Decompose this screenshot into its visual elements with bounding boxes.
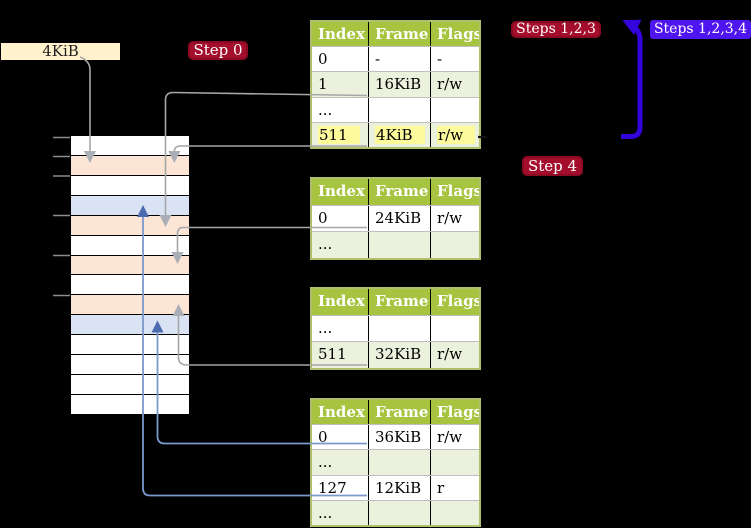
table-cell: - bbox=[369, 47, 431, 72]
table-cell: 32KiB bbox=[369, 342, 431, 369]
table-cell bbox=[431, 450, 479, 474]
step4-badge: Step 4 bbox=[522, 156, 583, 176]
column-header: Index bbox=[312, 22, 369, 47]
table-cell: 0 bbox=[312, 205, 369, 232]
table-cell: ... bbox=[312, 450, 369, 475]
table-cell: 16KiB bbox=[369, 72, 431, 97]
table-cell bbox=[431, 98, 479, 122]
table-cell: 12KiB bbox=[369, 475, 431, 500]
steps-loop-arrow bbox=[621, 19, 643, 139]
steps123-badge: Steps 1,2,3 bbox=[511, 21, 601, 38]
memory-cell-white bbox=[71, 275, 189, 296]
memory-cell-peach bbox=[71, 295, 189, 316]
memory-cell-white bbox=[71, 235, 189, 256]
memory-cell-peach bbox=[71, 255, 189, 276]
table-cell: 0 bbox=[312, 425, 369, 450]
column-header: Frame bbox=[369, 179, 431, 205]
table-cell: r/w bbox=[437, 208, 463, 227]
table-cell bbox=[431, 316, 479, 342]
table-cell: r bbox=[437, 478, 445, 497]
table-cell: 0 bbox=[312, 47, 369, 72]
table-cell: r/w bbox=[437, 345, 463, 364]
table-row: ... bbox=[312, 232, 479, 259]
table-cell bbox=[431, 501, 479, 525]
table-cell: 24KiB bbox=[369, 205, 431, 232]
page-size-label: 4KiB bbox=[1, 43, 120, 60]
column-header: Index bbox=[312, 179, 369, 205]
column-header: Flags bbox=[437, 292, 479, 310]
memory-cell-white bbox=[71, 394, 189, 414]
table-cell: - bbox=[437, 50, 443, 69]
column-header: Flags bbox=[437, 182, 479, 200]
table-cell: 4KiB bbox=[369, 122, 431, 148]
column-header: Index bbox=[312, 289, 369, 315]
table-row: ... bbox=[312, 500, 479, 526]
table-cell bbox=[369, 450, 431, 475]
table-cell: 511 bbox=[312, 342, 369, 369]
table-row: ... bbox=[312, 450, 479, 476]
table-cell: r/w bbox=[437, 75, 463, 94]
table-cell: 127 bbox=[312, 475, 369, 500]
column-header: Flags bbox=[437, 25, 479, 43]
table-cell bbox=[369, 315, 431, 342]
table-cell: ... bbox=[312, 97, 369, 122]
table-cell bbox=[431, 232, 479, 258]
memory-cell-peach bbox=[71, 215, 189, 236]
table-cell: ... bbox=[312, 232, 369, 259]
memory-cell-white bbox=[71, 335, 189, 356]
table-cell bbox=[369, 97, 431, 122]
table-row: ... bbox=[312, 315, 479, 343]
memory-tick-marks bbox=[53, 136, 70, 297]
column-header: Frame bbox=[369, 22, 431, 47]
table-row: 0-- bbox=[312, 47, 479, 73]
table-cell: 1 bbox=[312, 72, 369, 97]
table-cell bbox=[369, 232, 431, 259]
table-cell bbox=[369, 500, 431, 526]
steps1234-badge: Steps 1,2,3,4 bbox=[650, 20, 751, 39]
memory-cell-white bbox=[71, 136, 189, 156]
table-row: ... bbox=[312, 97, 479, 123]
table-cell: ... bbox=[312, 500, 369, 526]
column-header: Frame bbox=[369, 289, 431, 315]
memory-cell-blue bbox=[71, 195, 189, 216]
column-header: Flags bbox=[437, 403, 479, 421]
table-cell: 511 bbox=[312, 122, 369, 148]
table-cell: ... bbox=[312, 315, 369, 342]
memory-cell-white bbox=[71, 375, 189, 395]
memory-cell-blue bbox=[71, 315, 189, 336]
table-cell: r/w bbox=[431, 123, 479, 147]
table-cell: 36KiB bbox=[369, 425, 431, 450]
column-header: Frame bbox=[369, 400, 431, 425]
table-cell: r/w bbox=[437, 428, 463, 447]
memory-cell-white bbox=[71, 175, 189, 196]
memory-cell-peach bbox=[71, 155, 189, 176]
physical-memory-strip bbox=[70, 135, 190, 415]
column-header: Index bbox=[312, 400, 369, 425]
step0-badge: Step 0 bbox=[188, 41, 248, 60]
memory-cell-white bbox=[71, 355, 189, 376]
